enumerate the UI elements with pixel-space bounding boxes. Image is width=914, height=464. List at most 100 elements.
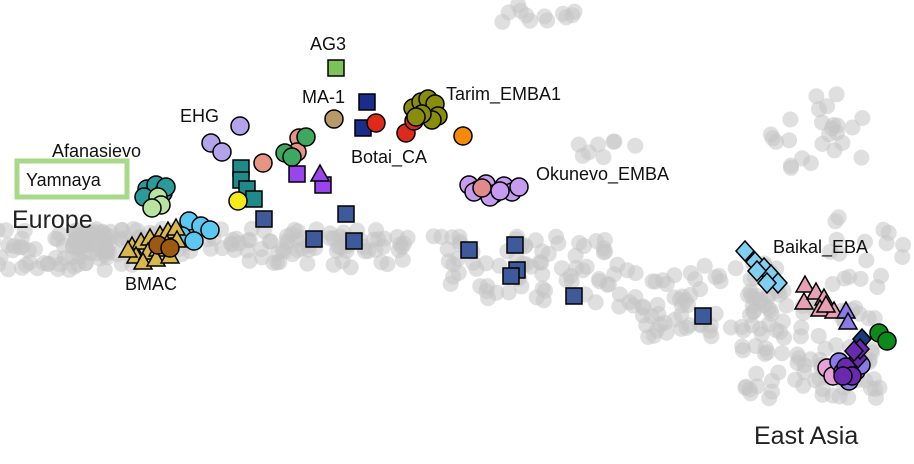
background-point (863, 341, 880, 358)
circle-data-point (184, 231, 204, 251)
square-data-point (506, 236, 524, 254)
background-point (692, 281, 709, 298)
background-point (678, 319, 695, 336)
background-point (284, 246, 301, 263)
background-point (742, 306, 758, 323)
background-point (389, 229, 406, 245)
background-point (658, 276, 675, 293)
background-point (500, 284, 517, 301)
background-point (866, 310, 883, 327)
background-point (814, 386, 831, 403)
background-point (762, 126, 779, 143)
background-point (857, 233, 873, 250)
background-point (379, 256, 396, 273)
background-point (299, 255, 316, 272)
circle-data-point (324, 109, 344, 129)
background-point (606, 266, 623, 283)
diamond-data-point (843, 339, 865, 363)
square-data-point (345, 232, 363, 250)
circle-data-point (509, 177, 529, 197)
circle-data-point (877, 331, 897, 351)
background-point (468, 260, 485, 277)
background-point (768, 322, 785, 338)
background-point (658, 324, 675, 341)
background-point (748, 365, 765, 382)
background-point (782, 111, 799, 128)
background-point (480, 290, 497, 307)
label-tarim-emba1: Tarim_EMBA1 (446, 84, 561, 105)
background-point (254, 249, 270, 266)
background-point (770, 364, 787, 381)
population-points-layer (117, 59, 897, 391)
background-point (814, 114, 830, 131)
background-point (113, 222, 130, 238)
background-point (828, 86, 845, 103)
background-point (753, 326, 770, 343)
background-point (621, 294, 638, 311)
background-point (858, 252, 875, 269)
background-point (0, 222, 14, 239)
background-point (894, 249, 911, 265)
label-yamnaya: Yamnaya (26, 170, 102, 190)
label-bmac: BMAC (125, 274, 177, 294)
background-point (479, 278, 496, 295)
background-point (831, 388, 848, 405)
square-data-point (255, 210, 273, 228)
background-point (796, 364, 813, 381)
background-point (0, 237, 17, 254)
background-point (808, 88, 825, 105)
background-point (734, 338, 751, 355)
yamnaya-highlight-box (14, 158, 130, 200)
background-point (880, 224, 897, 241)
background-point (563, 273, 580, 290)
square-data-point (502, 267, 520, 285)
label-okunevo-emba: Okunevo_EMBA (536, 164, 669, 185)
background-point (781, 132, 798, 149)
background-point (66, 258, 83, 275)
triangle-data-point (815, 294, 837, 313)
background-point (649, 296, 666, 313)
square-data-point (288, 165, 306, 183)
background-point (828, 231, 845, 248)
background-point (271, 254, 288, 270)
circle-data-point (366, 113, 386, 133)
background-point (574, 262, 591, 279)
background-point (322, 230, 338, 247)
label-east-asia: East Asia (754, 422, 858, 450)
background-point (534, 280, 551, 297)
background-point (821, 126, 838, 143)
circle-data-point (200, 220, 220, 240)
background-point (789, 346, 806, 363)
square-data-point (460, 241, 478, 259)
triangle-data-point (117, 239, 139, 258)
background-point (325, 256, 342, 273)
background-point (822, 243, 839, 260)
circle-data-point (142, 198, 162, 218)
circle-data-point (490, 181, 510, 201)
background-point (761, 390, 778, 407)
background-point (595, 149, 612, 166)
background-point (588, 233, 605, 249)
background-point (696, 257, 713, 274)
triangle-data-point (794, 274, 816, 293)
circle-data-point (253, 153, 273, 173)
background-point (539, 12, 556, 29)
background-point (869, 279, 886, 295)
triangle-data-point (793, 291, 815, 310)
background-point (824, 276, 841, 292)
square-data-point (245, 190, 263, 208)
background-point (390, 242, 407, 259)
circle-data-point (160, 238, 180, 258)
background-point (727, 260, 744, 277)
square-data-point (358, 93, 376, 111)
background-point (853, 149, 870, 166)
background-point (866, 371, 882, 388)
background-point (827, 213, 844, 230)
circle-data-point (230, 116, 250, 136)
label-ag3: AG3 (310, 34, 346, 54)
background-point (774, 345, 790, 362)
background-point (27, 241, 44, 258)
square-data-point (565, 287, 583, 305)
background-point (0, 249, 9, 266)
population-labels: AG3 MA-1 Tarim_EMBA1 EHG Botai_CA Afanas… (12, 34, 868, 450)
